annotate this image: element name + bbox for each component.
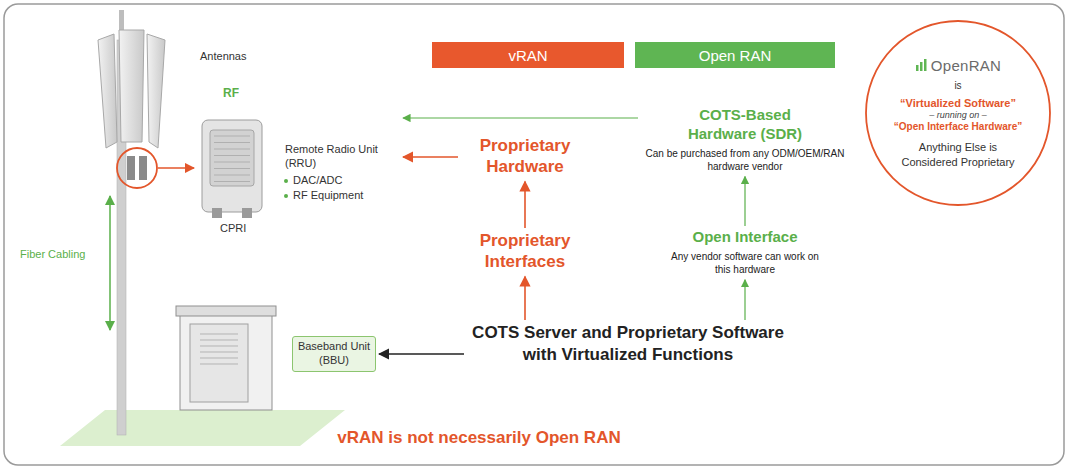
band-vran: vRAN: [432, 42, 624, 68]
bullet-dot: [284, 194, 288, 198]
band-openran: Open RAN: [635, 42, 835, 68]
node-text: “Virtualized Software”: [900, 97, 1016, 109]
connector-arrow: [524, 277, 526, 321]
server-text-node: COTS Server and Proprietary Software wit…: [466, 322, 790, 366]
node-text: Open RAN: [699, 47, 772, 64]
node-text: Anything Else is Considered Proprietary: [898, 140, 1018, 169]
connector-arrow: [403, 156, 458, 158]
connector-arrow: [744, 280, 745, 320]
openran-circle-node: OpenRAN is “Virtualized Software”– running…: [866, 21, 1050, 205]
rru-device: [202, 120, 262, 212]
node-text: DAC/ADC: [293, 174, 343, 186]
node-text: vRAN: [508, 47, 547, 64]
bbu-box: Baseband Unit (BBU): [292, 336, 376, 372]
bbu-vents: [200, 334, 238, 364]
bbu-lid: [176, 306, 276, 316]
highlight-circle: [117, 148, 157, 188]
node-text: – running on –: [929, 110, 987, 120]
tower-radio: [139, 156, 147, 180]
node-text: Remote Radio Unit (RRU): [285, 142, 385, 171]
fiber-arrow: [109, 196, 111, 330]
rru-node: RFRemote Radio Unit (RRU)DAC/ADCRF Equip…: [190, 100, 400, 240]
node-text: “Open Interface Hardware”: [894, 121, 1022, 132]
node-text: Can be purchased from any ODM/OEM/RAN ha…: [645, 147, 845, 173]
antenna-right: [147, 34, 165, 148]
ground: [60, 410, 345, 446]
frame: [4, 4, 1064, 465]
bbu-door: [190, 324, 248, 402]
openran-logo-bars: [915, 57, 929, 71]
antenna-centre: [119, 30, 144, 142]
label: Antennas: [200, 50, 246, 62]
label: Fiber Cabling: [20, 248, 85, 260]
rru-fins: [214, 136, 250, 182]
pointer-arrow: [158, 167, 194, 169]
connector-arrow: [524, 182, 526, 229]
bullet-dot: [284, 179, 288, 183]
openran-circle: [866, 21, 1050, 205]
openran-text-node: Open InterfaceAny vendor software can wo…: [640, 228, 850, 276]
node-text: RF: [223, 86, 239, 100]
tower-radio: [127, 156, 135, 180]
caption: vRAN is not necessarily Open RAN: [0, 428, 1068, 448]
node-text: Any vendor software can work on this har…: [670, 250, 820, 276]
rru-foot: [242, 208, 252, 218]
node-text: RF Equipment: [293, 189, 363, 201]
rru-panel: [210, 130, 254, 186]
openran-text-node: COTS-Based Hardware (SDR) Can be purchase…: [640, 106, 850, 173]
node-text: Proprietary Hardware: [460, 135, 590, 178]
node-text: CPRI: [220, 222, 246, 234]
rru-foot: [212, 208, 222, 218]
node-text: Baseband Unit (BBU): [297, 340, 371, 368]
node-text: OpenRAN: [931, 57, 1001, 74]
vran-text-node: Proprietary Interfaces: [460, 230, 590, 273]
node-text: Open Interface: [640, 228, 850, 247]
node-text: COTS-Based Hardware (SDR): [675, 106, 815, 144]
connector-arrow: [744, 177, 745, 227]
bbu-cabinet: [180, 314, 272, 410]
antenna-left: [98, 34, 117, 148]
node-text: COTS Server and Proprietary Software wit…: [466, 322, 790, 366]
connector-arrow: [403, 117, 638, 118]
node-text: is: [954, 80, 961, 91]
connector-arrow: [379, 353, 464, 355]
vran-text-node: Proprietary Hardware: [460, 135, 590, 178]
logo-row: OpenRAN: [915, 57, 1001, 80]
node-text: Proprietary Interfaces: [460, 230, 590, 273]
